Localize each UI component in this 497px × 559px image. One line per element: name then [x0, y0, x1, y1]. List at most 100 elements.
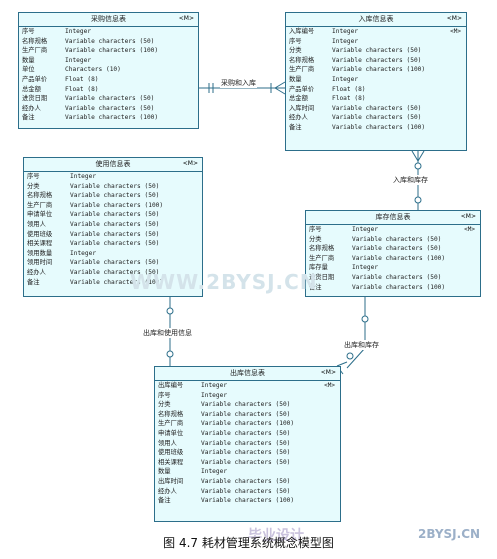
attribute-type: Variable characters (50)	[70, 182, 160, 190]
attribute-type: Variable characters (50)	[201, 439, 291, 447]
attribute-row: 名称规格 Variable characters (50)	[309, 244, 478, 253]
watermark-center: WWW.2BYSJ.CN	[130, 270, 318, 294]
attribute-type: Variable characters (50)	[332, 114, 422, 122]
attribute-type: Integer	[332, 76, 359, 83]
attribute-name: 序号	[22, 28, 35, 35]
attribute-type: Variable characters (50)	[201, 430, 291, 437]
attribute-mandatory-flag: <M>	[464, 226, 475, 233]
attribute-name: 产品单价	[289, 85, 315, 93]
attribute-name: 生产厂商	[27, 201, 53, 209]
attribute-type: Variable characters (50)	[332, 47, 422, 55]
attribute-type: Integer	[70, 173, 97, 180]
attribute-row: 入库编号 Integer <M>	[289, 27, 464, 36]
attribute-type: Integer	[70, 249, 97, 257]
attribute-name: 库存量	[309, 264, 328, 272]
attribute-name: 领用人	[27, 221, 46, 228]
entity-tag: <M>	[178, 15, 194, 22]
attribute-name: 相关课程	[27, 240, 53, 248]
attribute-type: Variable characters (100)	[332, 124, 426, 131]
attribute-name: 分类	[27, 182, 40, 190]
entity-tag: <M>	[446, 15, 462, 22]
attribute-name: 经办人	[27, 269, 46, 276]
attribute-name: 产品单价	[22, 76, 48, 83]
attribute-mandatory-flag: <M>	[450, 28, 461, 35]
attribute-name: 生产厂商	[309, 254, 335, 262]
attribute-name: 领用时间	[27, 259, 53, 267]
attribute-row: 产品单价 Float (8)	[289, 85, 464, 94]
attribute-name: 使用班级	[158, 449, 184, 457]
attribute-row: 备注 Variable characters (100)	[289, 123, 464, 132]
attribute-name: 经办人	[22, 104, 41, 112]
attribute-name: 备注	[158, 497, 171, 505]
attribute-type: Float (8)	[65, 76, 99, 83]
attribute-type: Float (8)	[332, 85, 366, 93]
attribute-type: Variable characters (100)	[352, 254, 446, 262]
attribute-name: 领用人	[158, 439, 177, 447]
attribute-type: Variable characters (50)	[352, 235, 442, 243]
attribute-name: 生产厂商	[289, 66, 315, 74]
attribute-type: Integer	[65, 56, 92, 64]
attribute-type: Variable characters (50)	[70, 192, 160, 200]
attribute-type: Variable characters (50)	[201, 478, 291, 485]
attribute-type: Variable characters (50)	[201, 401, 291, 409]
attribute-row: 使用班级 Variable characters (50)	[158, 448, 338, 457]
attribute-name: 经办人	[289, 114, 308, 122]
attribute-type: Variable characters (50)	[352, 245, 442, 253]
attribute-type: Variable characters (100)	[65, 114, 159, 122]
attribute-name: 申请单位	[158, 430, 184, 437]
attribute-name: 数量	[289, 76, 302, 83]
figure-caption: 图 4.7 耗材管理系统概念模型图	[163, 536, 334, 550]
attribute-type: Variable characters (100)	[65, 47, 159, 55]
attribute-mandatory-flag: <M>	[324, 382, 335, 389]
attribute-name: 备注	[309, 283, 322, 291]
attribute-type: Variable characters (50)	[70, 259, 160, 267]
attribute-name: 数量	[22, 56, 35, 64]
attribute-row: 经办人 Variable characters (50)	[289, 113, 464, 122]
attribute-type: Variable characters (50)	[70, 240, 160, 248]
entity-tag: <M>	[320, 369, 336, 376]
attribute-type: Variable characters (50)	[201, 410, 291, 418]
entity-title: 使用信息表	[24, 158, 202, 172]
entity-title: 采购信息表	[19, 13, 198, 27]
attribute-type: Integer	[352, 264, 379, 272]
attribute-name: 总金额	[22, 85, 41, 93]
attribute-name: 入库编号	[289, 28, 315, 35]
attribute-type: Variable characters (50)	[70, 211, 160, 219]
attribute-type: Float (8)	[332, 95, 366, 103]
attribute-name: 经办人	[158, 487, 177, 495]
attribute-name: 出库时间	[158, 478, 184, 485]
attribute-type: Variable characters (50)	[201, 449, 291, 457]
attribute-type: Integer	[332, 37, 359, 45]
attribute-row: 领用人 Variable characters (50)	[158, 439, 338, 448]
attribute-type: Integer	[201, 382, 228, 389]
attribute-type: Variable characters (50)	[352, 274, 442, 281]
attribute-name: 生产厂商	[22, 47, 48, 55]
attribute-row: 产品单价 Float (8)	[22, 75, 196, 84]
attribute-name: 备注	[289, 124, 302, 131]
attribute-type: Variable characters (50)	[201, 458, 291, 466]
attribute-name: 使用班级	[27, 230, 53, 238]
attribute-name: 单位	[22, 66, 35, 74]
attribute-type: Integer	[332, 28, 359, 35]
attribute-name: 分类	[158, 401, 171, 409]
attribute-type: Variable characters (100)	[70, 278, 164, 286]
attribute-row: 使用班级 Variable characters (50)	[27, 230, 200, 239]
attribute-name: 名称规格	[309, 245, 335, 253]
attribute-type: Variable characters (50)	[70, 230, 160, 238]
attribute-type: Variable characters (100)	[70, 201, 164, 209]
attribute-type: Variable characters (50)	[65, 95, 155, 103]
